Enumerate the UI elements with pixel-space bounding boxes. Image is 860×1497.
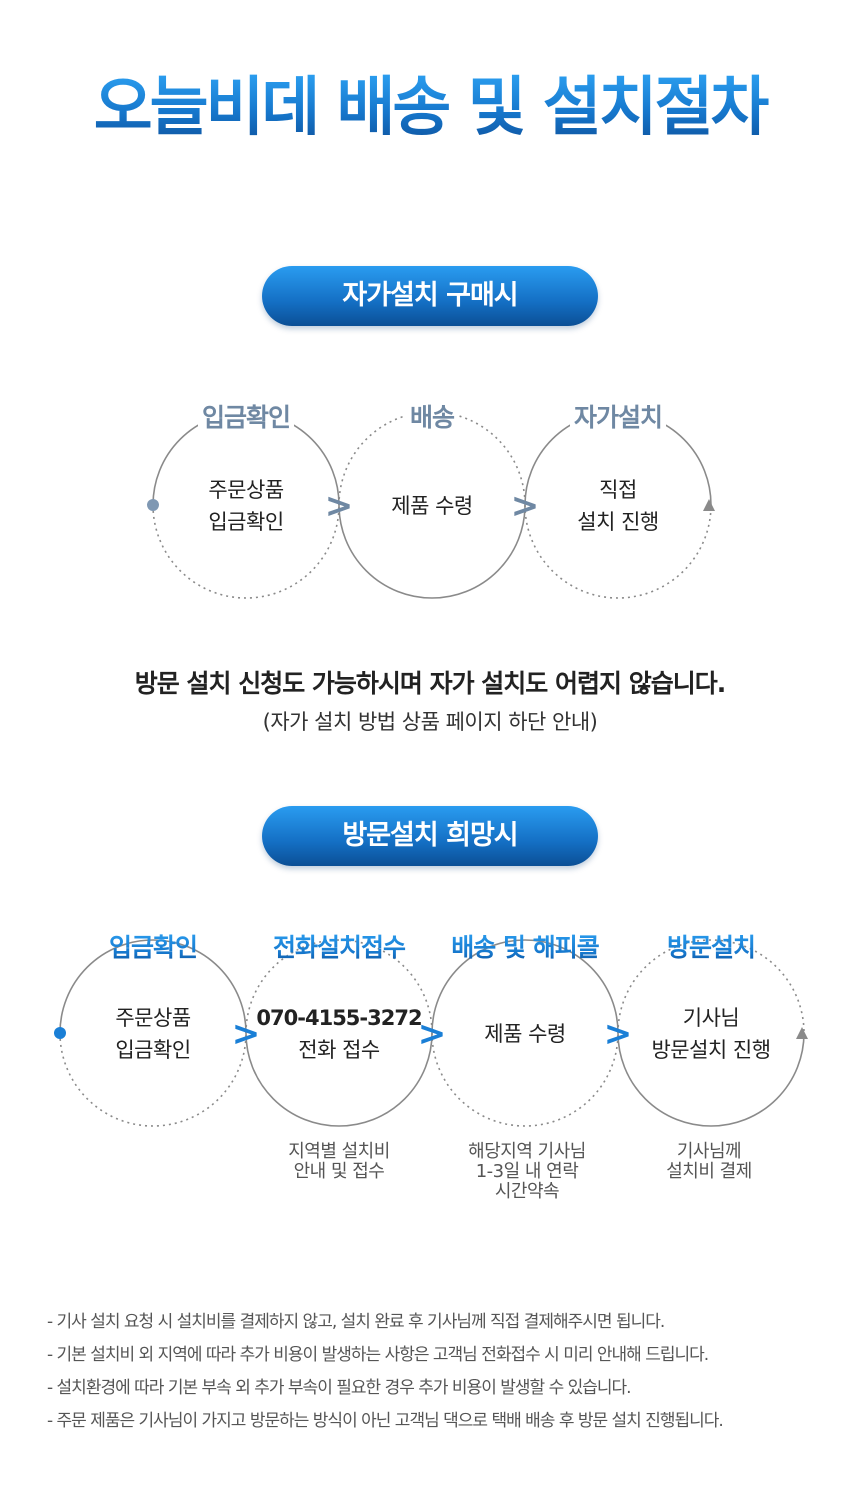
visit-arrow-2-icon: >: [417, 1014, 447, 1054]
self-step-1-label: 입금확인: [197, 398, 295, 434]
note-item: - 주문 제품은 기사님이 가지고 방문하는 방식이 아닌 고객님 댁으로 택배…: [47, 1411, 724, 1431]
visit-step-3-label: 배송 및 해피콜: [447, 928, 602, 964]
start-dot-icon: [147, 499, 159, 511]
visit-arrow-1-icon: >: [231, 1014, 261, 1054]
self-step-3-label: 자가설치: [569, 398, 667, 434]
self-step-2-text: 제품 수령: [391, 494, 473, 518]
end-triangle-icon: [703, 499, 715, 511]
visit-step-4-label: 방문설치: [663, 928, 759, 964]
self-install-pill: 자가설치 구매시: [262, 266, 598, 326]
self-step-2-label: 배송: [405, 398, 459, 434]
visit-step-1-label: 입금확인: [105, 928, 201, 964]
self-install-submessage: (자가 설치 방법 상품 페이지 하단 안내): [262, 710, 598, 734]
self-arrow-2-icon: >: [510, 486, 540, 526]
visit-end-triangle-icon: [796, 1027, 808, 1039]
phone-number: 070-4155-3272: [256, 1006, 422, 1030]
visit-install-circles: [54, 939, 808, 1127]
note-item: - 기사 설치 요청 시 설치비를 결제하지 않고, 설치 완료 후 기사님께 …: [47, 1312, 665, 1332]
visit-install-pill: 방문설치 희망시: [262, 806, 598, 866]
self-arrow-1-icon: >: [324, 486, 354, 526]
visit-arrow-3-icon: >: [603, 1014, 633, 1054]
note-item: - 설치환경에 따라 기본 부속 외 추가 부속이 필요한 경우 추가 비용이 …: [47, 1378, 632, 1398]
notes-list: - 기사 설치 요청 시 설치비를 결제하지 않고, 설치 완료 후 기사님께 …: [47, 1306, 837, 1438]
visit-step-3-text: 제품 수령: [484, 1022, 566, 1046]
page-title: 오늘비데 배송 및 설치절차: [0, 68, 860, 148]
note-item: - 기본 설치비 외 지역에 따라 추가 비용이 발생하는 사항은 고객님 전화…: [47, 1345, 709, 1365]
self-install-message: 방문 설치 신청도 가능하시며 자가 설치도 어렵지 않습니다.: [134, 669, 726, 698]
visit-start-dot-icon: [54, 1027, 66, 1039]
visit-step-2-label: 전화설치접수: [269, 928, 409, 964]
